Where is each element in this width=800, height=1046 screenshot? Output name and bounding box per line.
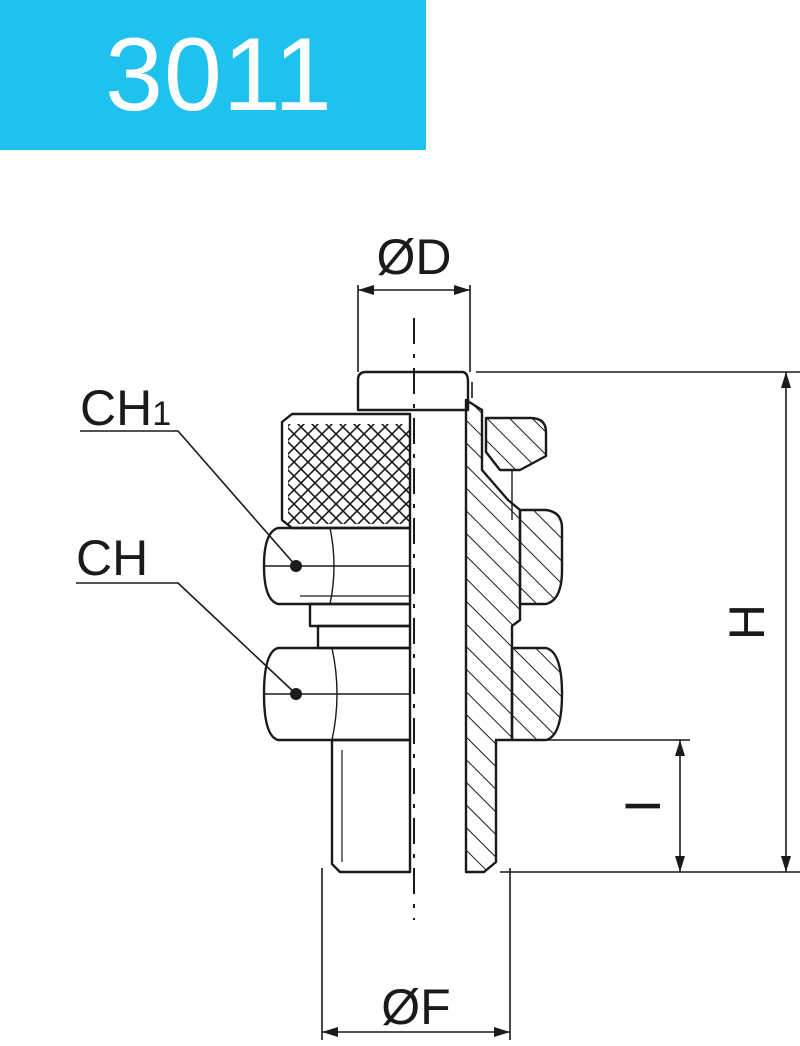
section-sleeve — [484, 416, 548, 472]
section-body — [464, 398, 522, 874]
h-label: H — [719, 604, 775, 640]
neck-ring — [308, 602, 412, 628]
l-label: I — [615, 799, 671, 813]
section-lower-nut — [510, 646, 564, 742]
ch1-label-main: CH — [80, 380, 152, 436]
section-nut — [518, 508, 564, 606]
ch-leader — [76, 582, 297, 695]
od-label: ØD — [377, 229, 452, 285]
ch-label: CH — [76, 530, 148, 586]
lower-hex-nut — [262, 646, 412, 742]
tube-stub — [356, 370, 470, 412]
model-badge: 3011 — [0, 0, 426, 150]
model-number: 3011 — [105, 17, 333, 133]
upper-hex-nut — [262, 526, 412, 606]
ch1-label: CH1 — [80, 380, 171, 436]
knurl-pattern — [288, 424, 410, 524]
threaded-end — [330, 738, 412, 874]
ch1-label-sub: 1 — [152, 395, 171, 433]
of-label: ØF — [381, 979, 450, 1035]
ch1-leader — [80, 430, 297, 567]
